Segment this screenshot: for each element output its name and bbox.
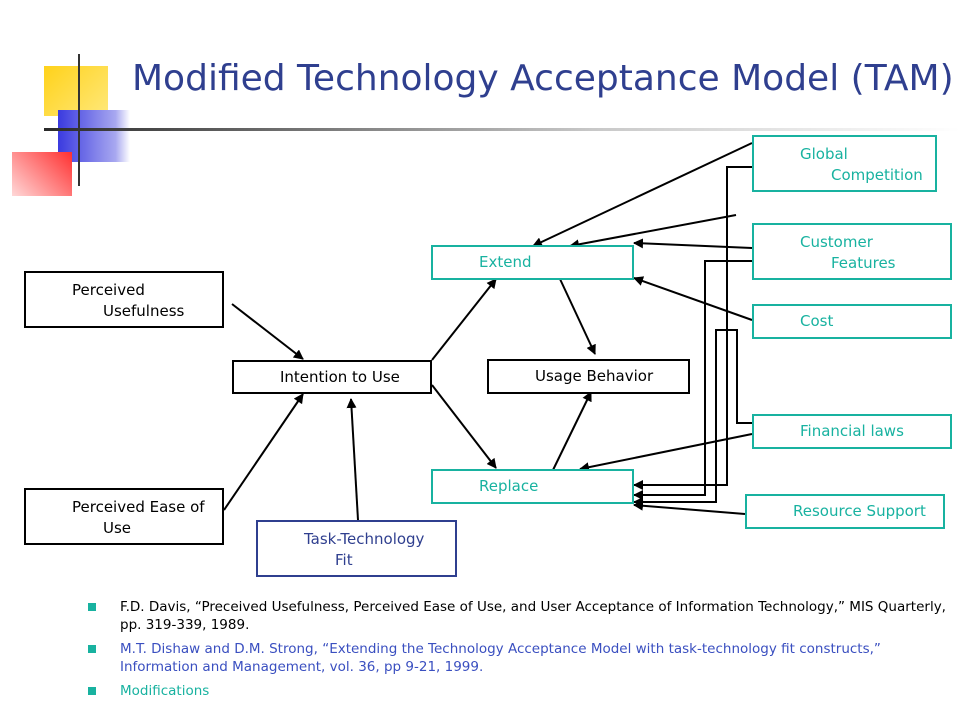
reference-list: F.D. Davis, “Preceived Usefulness, Perce… — [88, 598, 948, 706]
node-perceived-ease-of-use: Perceived Ease of Use — [24, 488, 224, 545]
node-label-line1: Task-Technology — [304, 530, 425, 548]
decor-vertical-line — [78, 54, 80, 186]
node-label-line2: Competition — [831, 166, 923, 184]
arrow-financial-to-replace-direct — [579, 433, 753, 473]
decor-red-square — [12, 152, 72, 196]
arrow-resource-to-replace — [633, 500, 746, 515]
arrow-customer-to-extend-2 — [633, 238, 753, 249]
arrow-global-to-replace-routed — [633, 166, 752, 490]
node-label-line2: Use — [103, 519, 132, 537]
node-label-line2: Fit — [335, 551, 353, 569]
arrow-global-to-extend-direct — [532, 142, 753, 247]
arrow-customer-to-extend-1 — [569, 214, 737, 250]
node-cost: Cost — [752, 304, 952, 339]
node-customer-features: Customer Features — [752, 223, 952, 280]
node-global-competition: Global Competition — [752, 135, 937, 192]
arrow-intention-to-replace — [431, 384, 497, 469]
arrow-extend-to-usage — [559, 278, 596, 355]
arrow-cost-to-extend — [633, 276, 753, 321]
arrow-fit-to-intention — [346, 398, 359, 521]
bullet-icon — [88, 645, 96, 653]
node-label: Intention to Use — [280, 368, 400, 386]
node-resource-support: Resource Support — [745, 494, 945, 529]
arrow-financial-to-replace-routed — [633, 329, 752, 507]
reference-item: M.T. Dishaw and D.M. Strong, “Extending … — [88, 640, 948, 676]
page-title: Modified Technology Acceptance Model (TA… — [132, 58, 954, 99]
title-underline — [44, 128, 960, 131]
reference-text: M.T. Dishaw and D.M. Strong, “Extending … — [120, 641, 881, 675]
reference-text: Modifications — [120, 683, 210, 699]
bullet-icon — [88, 603, 96, 611]
node-replace: Replace — [431, 469, 634, 504]
node-label-line1: Global — [800, 145, 848, 163]
node-perceived-usefulness: Perceived Usefulness — [24, 271, 224, 328]
node-label: Financial laws — [800, 422, 904, 440]
arrow-customer-to-replace-routed — [633, 260, 752, 500]
node-label-line1: Customer — [800, 233, 873, 251]
node-label: Extend — [479, 253, 532, 271]
node-label-line2: Usefulness — [103, 302, 185, 320]
arrow-usefulness-to-intention — [231, 303, 304, 360]
node-label-line1: Perceived — [72, 281, 145, 299]
node-task-technology-fit: Task-Technology Fit — [256, 520, 457, 577]
node-label: Resource Support — [793, 502, 926, 520]
arrow-ease-to-intention — [223, 393, 304, 511]
node-label: Usage Behavior — [535, 367, 654, 385]
reference-item: Modifications — [88, 682, 948, 700]
arrow-intention-to-extend — [431, 278, 497, 361]
decor-yellow-square — [44, 66, 108, 116]
node-label: Cost — [800, 312, 834, 330]
reference-item: F.D. Davis, “Preceived Usefulness, Perce… — [88, 598, 948, 634]
node-label: Replace — [479, 477, 539, 495]
reference-text: F.D. Davis, “Preceived Usefulness, Perce… — [120, 599, 946, 633]
node-label-line2: Features — [831, 254, 896, 272]
node-label-line1: Perceived Ease of — [72, 498, 205, 516]
node-intention-to-use: Intention to Use — [232, 360, 432, 394]
arrow-replace-to-usage — [552, 391, 592, 471]
node-extend: Extend — [431, 245, 634, 280]
node-usage-behavior: Usage Behavior — [487, 359, 690, 394]
node-financial-laws: Financial laws — [752, 414, 952, 449]
bullet-icon — [88, 687, 96, 695]
